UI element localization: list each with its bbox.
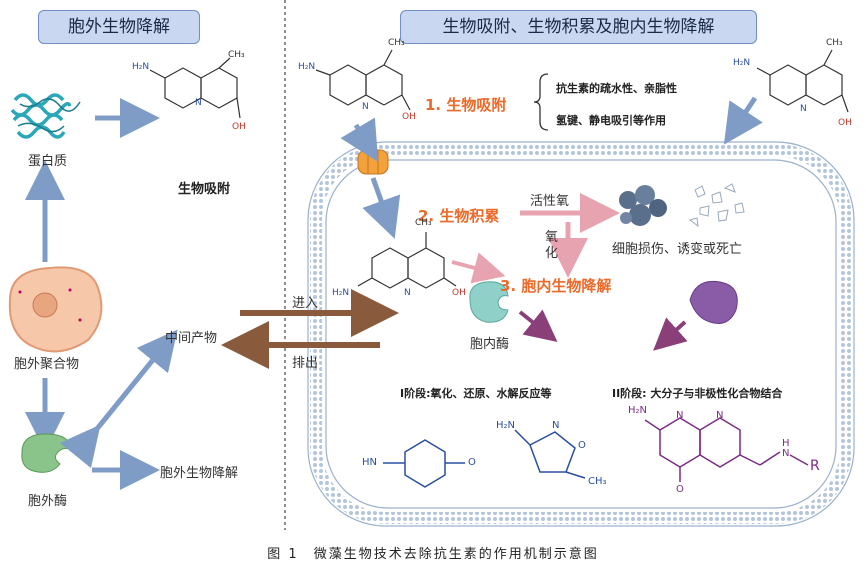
- chem-o-isoxazole: O: [578, 440, 586, 451]
- extracellular-degradation-label: 胞外生物降解: [160, 466, 239, 481]
- purple-enzyme-icon: [689, 280, 738, 324]
- factor2-label: 氢键、静电吸引等作用: [556, 114, 666, 127]
- oxidation-label-2: 化: [545, 246, 559, 261]
- chem-oh-left: OH: [232, 122, 246, 132]
- phase2-label: II阶段: 大分子与非极性化合物结合: [612, 387, 783, 400]
- phase1-label: I阶段:氧化、还原、水解反应等: [400, 387, 552, 400]
- chem-r-purple: R: [810, 458, 820, 474]
- chem-hn-quinone: HN: [362, 457, 377, 468]
- quinoline-molecule-left: [149, 57, 241, 119]
- ros-label: 活性氧: [530, 194, 570, 209]
- arrow-right-molecule-to-membrane: [723, 96, 763, 145]
- chem-ch3-top-right: CH₃: [826, 38, 843, 48]
- damaged-cell-icon: [619, 185, 667, 226]
- cell-membrane-inner-line: [325, 159, 837, 509]
- oxidation-label-1: 氧: [545, 230, 559, 245]
- figure-caption: 图 1 微藻生物技术去除抗生素的作用机制示意图: [267, 547, 599, 562]
- chem-n-top-right: N: [800, 104, 807, 114]
- chem-oh-top-center: OH: [402, 112, 416, 122]
- chem-h-purple: H: [782, 438, 790, 449]
- bio-adsorption-label: 生物吸附: [178, 182, 231, 197]
- intracellular-enzyme-label: 胞内酶: [470, 337, 510, 352]
- quinoline-molecule-top-center: [315, 49, 411, 111]
- chem-ch3-interior: CH₃: [415, 218, 432, 228]
- extracellular-enzyme-icon: [21, 433, 73, 473]
- chem-ch3-top-center: CH₃: [388, 38, 405, 48]
- chem-n-interior: N: [404, 288, 411, 298]
- chem-n-left: N: [195, 98, 202, 108]
- quinoline-molecule-top-right: [756, 49, 849, 113]
- step1-label: 1. 生物吸附: [425, 96, 507, 114]
- arrow-intracellular-enzyme: [518, 309, 558, 342]
- purple-conjugate-molecule: [644, 417, 809, 482]
- protein-label: 蛋白质: [28, 154, 68, 169]
- chem-nh2-interior: H₂N: [332, 288, 350, 298]
- quinoline-molecule-interior: [357, 232, 457, 289]
- cell-membrane-outer: [310, 144, 852, 524]
- dead-cell-fragments-icon: [688, 183, 745, 228]
- quinone-imine-molecule: [383, 439, 465, 488]
- chem-oh-top-right: OH: [838, 118, 852, 128]
- enter-label: 进入: [292, 296, 319, 311]
- arrow-to-step3: [451, 252, 506, 284]
- chem-n-purple-2: N: [716, 410, 724, 421]
- isoxazole-molecule: [514, 429, 586, 479]
- chem-o-quinone: O: [468, 457, 476, 468]
- right-panel-title: 生物吸附、生物积累及胞内生物降解: [400, 10, 757, 44]
- protein-icon: [10, 93, 81, 139]
- chem-nh2-purple: H₂N: [628, 405, 648, 416]
- step3-label: 3. 胞内生物降解: [500, 277, 612, 295]
- chem-n-purple-3: N: [782, 448, 790, 459]
- left-panel-title: 胞外生物降解: [38, 10, 200, 44]
- arrow-channel-to-interior: [362, 177, 401, 239]
- arrow-enzyme-intermediate: [59, 329, 178, 469]
- chem-nh2-top-right: H₂N: [733, 58, 751, 68]
- membrane-channel-icon: [357, 149, 389, 175]
- cell-damage-label: 细胞损伤、诱变或死亡: [612, 242, 743, 257]
- chem-nh2-top-center: H₂N: [298, 62, 316, 72]
- chem-n-isoxazole: N: [552, 420, 560, 431]
- chem-nh2-left: H₂N: [132, 62, 150, 72]
- cell-membrane-outer-line: [307, 141, 855, 527]
- eps-cell-icon: [8, 266, 103, 353]
- arrow-purple-enzyme: [653, 317, 688, 351]
- intracellular-enzyme-icon: [469, 281, 509, 323]
- intermediate-label: 中间产物: [165, 331, 218, 346]
- factor1-label: 抗生素的疏水性、亲脂性: [556, 82, 677, 95]
- chem-ch3-isoxazole: CH₃: [588, 476, 607, 487]
- chem-n-top-center: N: [362, 102, 369, 112]
- factor-bracket: [533, 73, 549, 131]
- chem-n-purple-1: N: [676, 410, 684, 421]
- chem-oh-interior: OH: [452, 288, 466, 298]
- step2-label: 2. 生物积累: [418, 207, 500, 225]
- exit-label: 排出: [292, 356, 319, 371]
- polymer-label: 胞外聚合物: [14, 357, 80, 372]
- chem-ch3-left: CH₃: [228, 50, 245, 60]
- arrow-molecule-to-channel: [340, 117, 379, 163]
- chem-o-purple: O: [676, 484, 684, 495]
- enzyme-label: 胞外酶: [28, 494, 68, 509]
- chem-nh2-isoxazole: H₂N: [496, 420, 516, 431]
